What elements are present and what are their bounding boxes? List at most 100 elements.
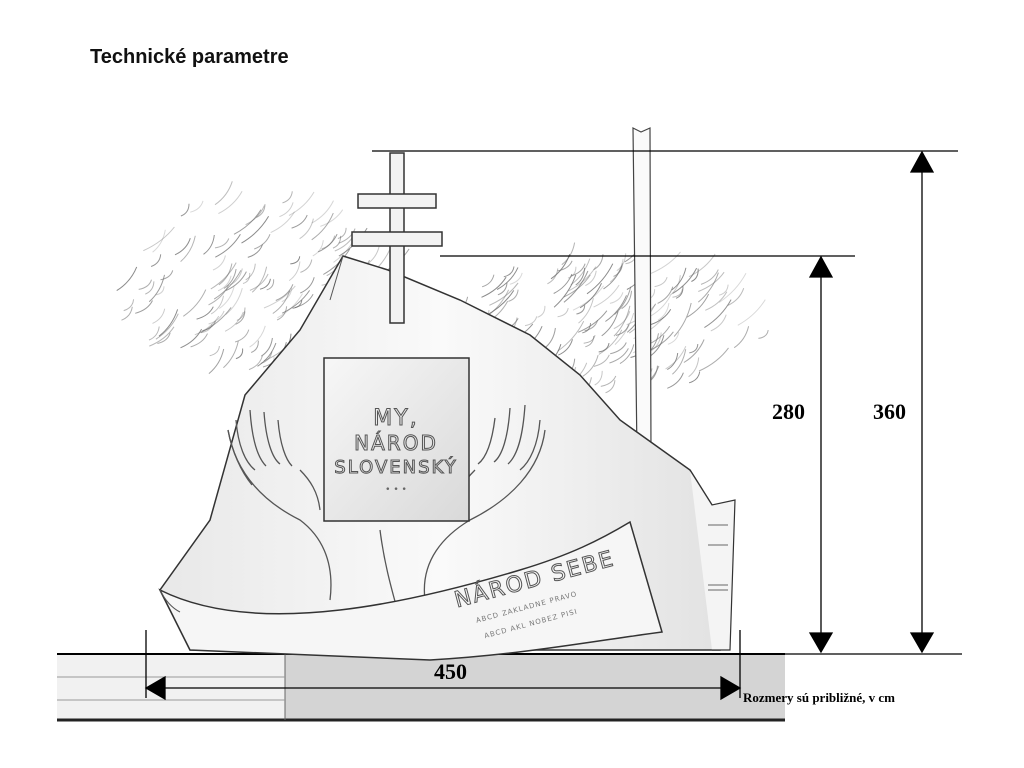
foliage-stroke xyxy=(212,255,226,271)
foliage-stroke xyxy=(537,305,546,318)
foliage-stroke xyxy=(672,349,687,375)
foliage-stroke xyxy=(609,292,624,304)
foliage-stroke xyxy=(570,263,586,277)
foliage-stroke xyxy=(698,271,725,292)
foliage-stroke xyxy=(594,370,603,386)
foliage-stroke xyxy=(689,343,699,354)
foliage-stroke xyxy=(570,258,591,286)
foliage-stroke xyxy=(601,311,619,337)
foliage-stroke xyxy=(155,286,165,296)
foliage-stroke xyxy=(605,380,616,394)
foliage-stroke xyxy=(610,342,627,355)
foliage-stroke xyxy=(281,290,311,314)
foliage-stroke xyxy=(558,339,573,356)
foliage-stroke xyxy=(613,305,631,337)
foliage-stroke xyxy=(157,332,171,344)
foliage-stroke xyxy=(524,316,538,327)
foliage-stroke xyxy=(254,234,271,250)
foliage-stroke xyxy=(603,265,623,290)
foliage-stroke xyxy=(700,269,719,285)
foliage-stroke xyxy=(123,299,135,312)
foliage-stroke xyxy=(150,254,162,267)
foliage-stroke xyxy=(218,263,233,286)
foliage-stroke xyxy=(557,320,585,352)
foliage-stroke xyxy=(543,327,556,349)
foliage-stroke xyxy=(572,285,605,311)
foliage-stroke xyxy=(247,244,263,258)
foliage-stroke xyxy=(598,343,610,353)
background-foliage xyxy=(116,181,769,399)
foliage-stroke xyxy=(235,311,246,325)
foliage-stroke xyxy=(300,259,313,273)
foliage-stroke xyxy=(665,346,687,370)
foliage-stroke xyxy=(155,313,179,340)
foliage-stroke xyxy=(251,340,259,353)
foliage-stroke xyxy=(202,320,216,332)
foliage-stroke xyxy=(651,332,662,352)
foliage-stroke xyxy=(509,272,523,285)
foliage-stroke xyxy=(279,202,294,218)
foliage-stroke xyxy=(710,314,727,332)
foliage-stroke xyxy=(583,335,596,344)
foliage-stroke xyxy=(683,339,705,363)
foliage-stroke xyxy=(667,372,684,389)
foliage-stroke xyxy=(737,299,766,326)
foliage-stroke xyxy=(135,300,153,314)
foliage-stroke xyxy=(578,298,594,324)
book-plaque: MY, NÁROD SLOVENSKÝ • • • xyxy=(323,357,470,522)
foliage-stroke xyxy=(148,274,165,303)
foliage-stroke xyxy=(613,311,631,330)
foliage-stroke xyxy=(288,191,315,216)
foliage-stroke xyxy=(256,204,266,218)
foliage-stroke xyxy=(600,375,617,387)
foliage-stroke xyxy=(160,270,174,281)
foliage-stroke xyxy=(261,337,273,357)
foliage-stroke xyxy=(609,348,629,364)
book-dots: • • • xyxy=(385,485,407,495)
foliage-stroke xyxy=(489,282,519,306)
foliage-stroke xyxy=(593,284,620,308)
foliage-stroke xyxy=(158,309,179,337)
foliage-stroke xyxy=(299,218,314,240)
foliage-stroke xyxy=(242,272,251,284)
foliage-stroke xyxy=(200,307,232,333)
foliage-stroke xyxy=(582,322,591,334)
foliage-stroke xyxy=(586,263,614,295)
foliage-stroke xyxy=(497,282,508,296)
foliage-stroke xyxy=(697,272,719,303)
foliage-stroke xyxy=(233,209,262,235)
foliage-stroke xyxy=(218,190,243,215)
dimension-lines xyxy=(144,150,962,701)
foliage-stroke xyxy=(223,340,239,369)
foliage-stroke xyxy=(619,344,635,365)
foliage-stroke xyxy=(616,253,627,272)
foliage-stroke xyxy=(582,354,599,377)
dim-360-arrow-bottom xyxy=(909,632,935,654)
foliage-stroke xyxy=(547,268,559,285)
foliage-stroke xyxy=(688,253,716,278)
foliage-stroke xyxy=(621,290,632,310)
foliage-stroke xyxy=(224,311,244,332)
foliage-stroke xyxy=(276,306,288,321)
foliage-stroke xyxy=(282,191,293,204)
foliage-stroke xyxy=(691,268,699,282)
foliage-stroke xyxy=(675,286,684,299)
foliage-stroke xyxy=(688,371,701,384)
foliage-stroke xyxy=(657,303,670,321)
foliage-stroke xyxy=(671,267,687,291)
foliage-stroke xyxy=(567,266,577,279)
foliage-stroke xyxy=(290,256,301,265)
foliage-stroke xyxy=(277,293,303,319)
foliage-stroke xyxy=(291,214,308,229)
foliage-stroke xyxy=(686,293,710,318)
foliage-stroke xyxy=(241,216,270,244)
foliage-stroke xyxy=(225,287,243,315)
foliage-stroke xyxy=(576,305,586,315)
dim-450-arrow-left xyxy=(144,675,166,701)
foliage-stroke xyxy=(266,279,275,291)
dim-label-280: 280 xyxy=(772,399,805,424)
book-line-2: NÁROD xyxy=(354,431,438,455)
foliage-stroke xyxy=(148,326,160,341)
foliage-stroke xyxy=(194,315,220,336)
foliage-stroke xyxy=(145,281,155,295)
